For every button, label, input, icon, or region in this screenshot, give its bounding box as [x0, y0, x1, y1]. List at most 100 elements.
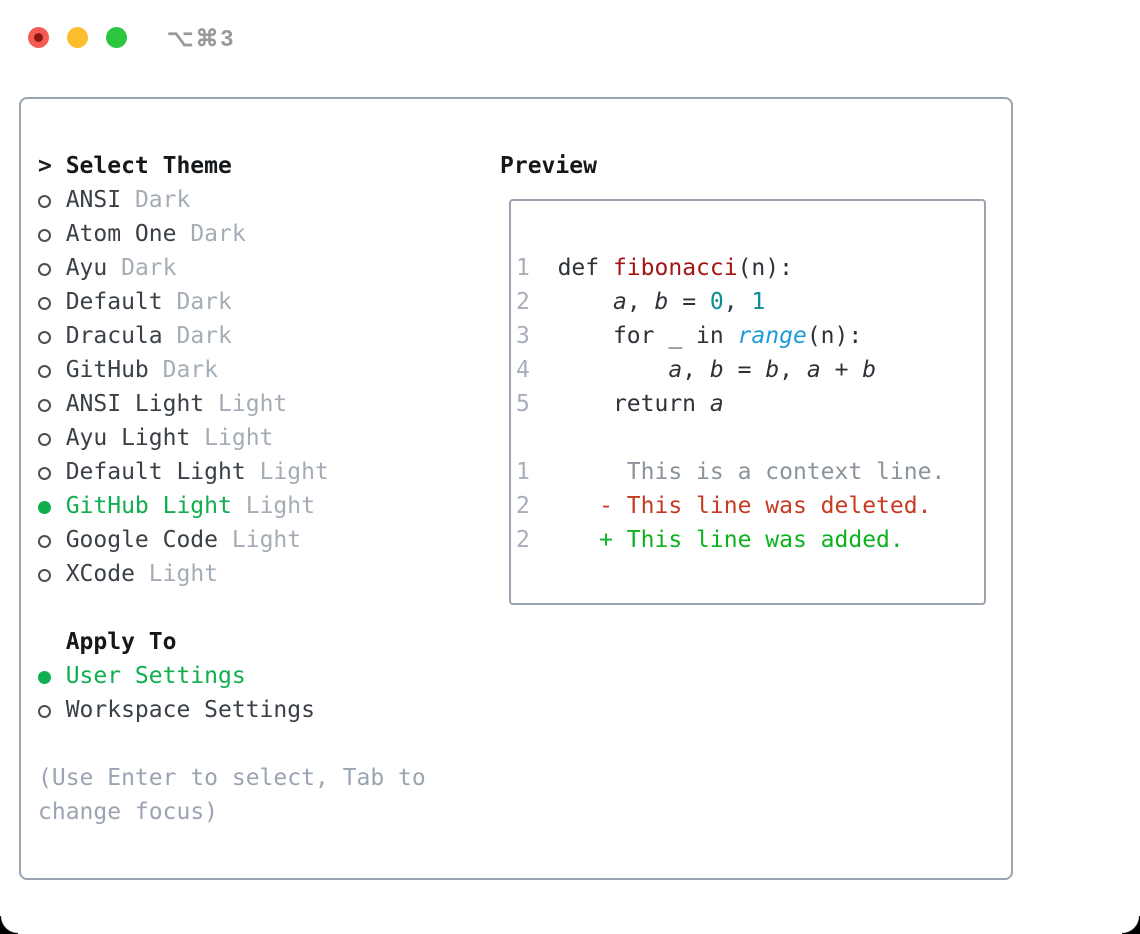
radio-icon — [38, 693, 66, 727]
radio-circle — [38, 569, 51, 582]
variant-label: Dark — [176, 323, 232, 349]
apply-option-user-settings[interactable]: User Settings — [38, 659, 426, 693]
code-line: 2 + This line was added. — [516, 523, 984, 557]
code-segment: for _ in — [557, 323, 738, 349]
radio-icon — [38, 353, 66, 387]
theme-option-github-light[interactable]: GitHub Light Light — [38, 489, 426, 523]
radio-circle — [38, 433, 51, 446]
close-dot-icon — [34, 33, 43, 42]
code-segment: 0 — [709, 289, 724, 315]
radio-circle — [38, 331, 51, 344]
theme-option-atom-one[interactable]: Atom One Dark — [38, 217, 426, 251]
code-line: 3 for _ in range(n): — [516, 319, 984, 353]
code-segment: def — [557, 255, 613, 281]
option-label: XCode — [65, 561, 135, 587]
radio-icon — [38, 455, 66, 489]
code-segment: b — [862, 357, 877, 383]
theme-option-default-light[interactable]: Default Light Light — [38, 455, 426, 489]
code-segment: b — [765, 357, 780, 383]
radio-circle — [38, 671, 51, 684]
variant-label: Dark — [121, 255, 177, 281]
radio-icon — [38, 285, 66, 319]
radio-circle — [38, 535, 51, 548]
code-segment: + This line was added. — [599, 527, 904, 553]
code-segment — [530, 391, 558, 417]
option-label: Default Light — [65, 459, 246, 485]
theme-option-ansi[interactable]: ANSI Dark — [38, 183, 426, 217]
theme-option-google-code[interactable]: Google Code Light — [38, 523, 426, 557]
option-label: Workspace Settings — [65, 697, 315, 723]
variant-label: Light — [204, 425, 274, 451]
theme-option-ayu-light[interactable]: Ayu Light Light — [38, 421, 426, 455]
selected-radio-icon — [38, 489, 66, 523]
apply-option-workspace-settings[interactable]: Workspace Settings — [38, 693, 426, 727]
minimize-button[interactable] — [67, 27, 88, 48]
theme-option-dracula[interactable]: Dracula Dark — [38, 319, 426, 353]
hint-line-1: (Use Enter to select, Tab to — [38, 765, 426, 791]
line-number: 5 — [516, 391, 530, 417]
code-segment: a — [709, 391, 724, 417]
line-number: 2 — [516, 527, 530, 553]
code-segment: , — [779, 357, 807, 383]
close-button[interactable] — [28, 27, 49, 48]
option-label: GitHub Light — [65, 493, 232, 519]
code-segment: (n): — [806, 323, 863, 349]
code-segment: This is a context line. — [626, 459, 946, 485]
line-number: 2 — [516, 493, 530, 519]
radio-circle — [38, 297, 51, 310]
code-line: 5 return a — [516, 387, 984, 421]
radio-circle — [38, 501, 51, 514]
code-segment: return — [557, 391, 710, 417]
selected-radio-icon — [38, 659, 66, 693]
radio-icon — [38, 319, 66, 353]
radio-circle — [38, 365, 51, 378]
radio-icon — [38, 251, 66, 285]
code-segment: a — [806, 357, 821, 383]
radio-circle — [38, 467, 51, 480]
code-segment: a — [612, 289, 627, 315]
blank-line — [516, 421, 984, 455]
code-segment: = — [723, 357, 766, 383]
option-label: Default — [65, 289, 163, 315]
code-line: 1 This is a context line. — [516, 455, 984, 489]
option-label: Ayu Light — [65, 425, 191, 451]
radio-icon — [38, 387, 66, 421]
radio-icon — [38, 557, 66, 591]
code-segment: a — [668, 357, 683, 383]
theme-option-ayu[interactable]: Ayu Dark — [38, 251, 426, 285]
line-number: 1 — [516, 459, 530, 485]
code-segment: , — [682, 357, 710, 383]
maximize-button[interactable] — [106, 27, 127, 48]
theme-option-xcode[interactable]: XCode Light — [38, 557, 426, 591]
option-label: ANSI Light — [65, 391, 205, 417]
window-corner — [1122, 916, 1140, 934]
theme-option-ansi-light[interactable]: ANSI Light Light — [38, 387, 426, 421]
code-segment — [530, 255, 558, 281]
line-number: 4 — [516, 357, 530, 383]
code-segment: b — [654, 289, 669, 315]
code-line: 4 a, b = b, a + b — [516, 353, 984, 387]
apply-to-header-row: Apply To — [38, 625, 426, 659]
code-segment: b — [709, 357, 724, 383]
cursor-arrow: > — [38, 153, 52, 179]
option-label: Ayu — [65, 255, 108, 281]
theme-option-github[interactable]: GitHub Dark — [38, 353, 426, 387]
code-segment — [530, 357, 558, 383]
radio-icon — [38, 183, 66, 217]
radio-icon — [38, 217, 66, 251]
code-line: 2 a, b = 0, 1 — [516, 285, 984, 319]
code-segment: , — [723, 289, 752, 315]
variant-label: Light — [231, 527, 302, 553]
line-number: 3 — [516, 323, 530, 349]
theme-option-default[interactable]: Default Dark — [38, 285, 426, 319]
radio-circle — [38, 399, 51, 412]
option-label: ANSI — [65, 187, 122, 213]
code-segment: + — [820, 357, 863, 383]
code-segment: , — [626, 289, 655, 315]
variant-label: Dark — [190, 221, 246, 247]
radio-icon — [38, 523, 66, 557]
